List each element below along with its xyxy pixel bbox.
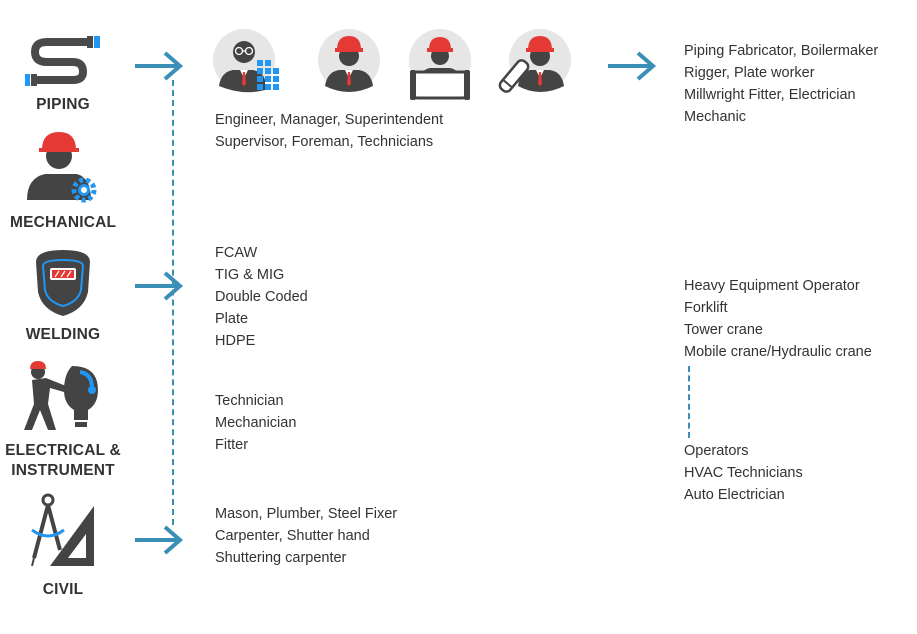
arrow-right-icon [608, 51, 657, 81]
category-label-welding: WELDING [25, 326, 101, 343]
management-roles: Engineer, Manager, Superintendent Superv… [215, 109, 443, 153]
pipe-icon [25, 36, 100, 86]
role-line: Rigger, Plate worker [684, 65, 815, 81]
dashed-connector-right [688, 366, 690, 438]
electrical-roles: Technician Mechanician Fitter [215, 390, 296, 456]
role-line: Plate [215, 311, 249, 327]
foreman-roll-icon [498, 29, 571, 93]
role-line: Carpenter, Shutter hand [215, 528, 370, 544]
role-line: Fitter [215, 437, 249, 453]
dashed-connector-left [172, 80, 174, 525]
role-line: Heavy Equipment Operator [684, 278, 860, 294]
category-label-mechanical: MECHANICAL [10, 214, 117, 231]
category-label-electrical: ELECTRICAL & INSTRUMENT [2, 441, 124, 481]
role-line: Mason, Plumber, Steel Fixer [215, 506, 398, 522]
category-label-civil: CIVIL [42, 581, 84, 598]
role-line: Engineer, Manager, Superintendent [215, 112, 444, 128]
welding-roles: FCAW TIG & MIG Double Coded Plate HDPE [215, 242, 308, 352]
engineer-icon [213, 29, 279, 93]
operator-roles: Operators HVAC Technicians Auto Electric… [684, 440, 803, 506]
role-line: Forklift [684, 300, 728, 316]
role-line: Mechanic [684, 109, 747, 125]
mechanical-worker-icon [27, 132, 97, 203]
role-line: Operators [684, 443, 749, 459]
role-line: Mechanician [215, 415, 297, 431]
role-line: Millwright Fitter, Electrician [684, 87, 856, 103]
welding-mask-icon [36, 250, 90, 316]
role-line: Double Coded [215, 289, 308, 305]
civil-roles: Mason, Plumber, Steel Fixer Carpenter, S… [215, 503, 397, 569]
compass-triangle-icon [31, 493, 94, 567]
category-label-piping: PIPING [36, 96, 90, 113]
role-line: Tower crane [684, 322, 763, 338]
category-label-electrical-line1: ELECTRICAL & [5, 442, 121, 459]
arrow-right-icon [135, 51, 184, 81]
role-line: Piping Fabricator, Boilermaker [684, 43, 879, 59]
arrow-right-icon [135, 271, 184, 301]
role-line: Supervisor, Foreman, Technicians [215, 134, 434, 150]
category-label-electrical-line2: INSTRUMENT [11, 462, 115, 479]
role-line: Mobile crane/Hydraulic crane [684, 344, 872, 360]
equipment-roles: Heavy Equipment Operator Forklift Tower … [684, 275, 872, 363]
supervisor-blueprint-icon [409, 29, 471, 100]
arrow-right-icon [135, 525, 184, 555]
role-line: HVAC Technicians [684, 465, 803, 481]
manager-icon [318, 29, 380, 92]
role-line: TIG & MIG [215, 267, 285, 283]
role-line: HDPE [215, 333, 256, 349]
role-line: Auto Electrician [684, 487, 785, 503]
trade-roles: Piping Fabricator, Boilermaker Rigger, P… [684, 40, 878, 128]
role-line: FCAW [215, 245, 258, 261]
role-line: Shuttering carpenter [215, 550, 347, 566]
electrician-icon [24, 361, 98, 430]
role-line: Technician [215, 393, 284, 409]
